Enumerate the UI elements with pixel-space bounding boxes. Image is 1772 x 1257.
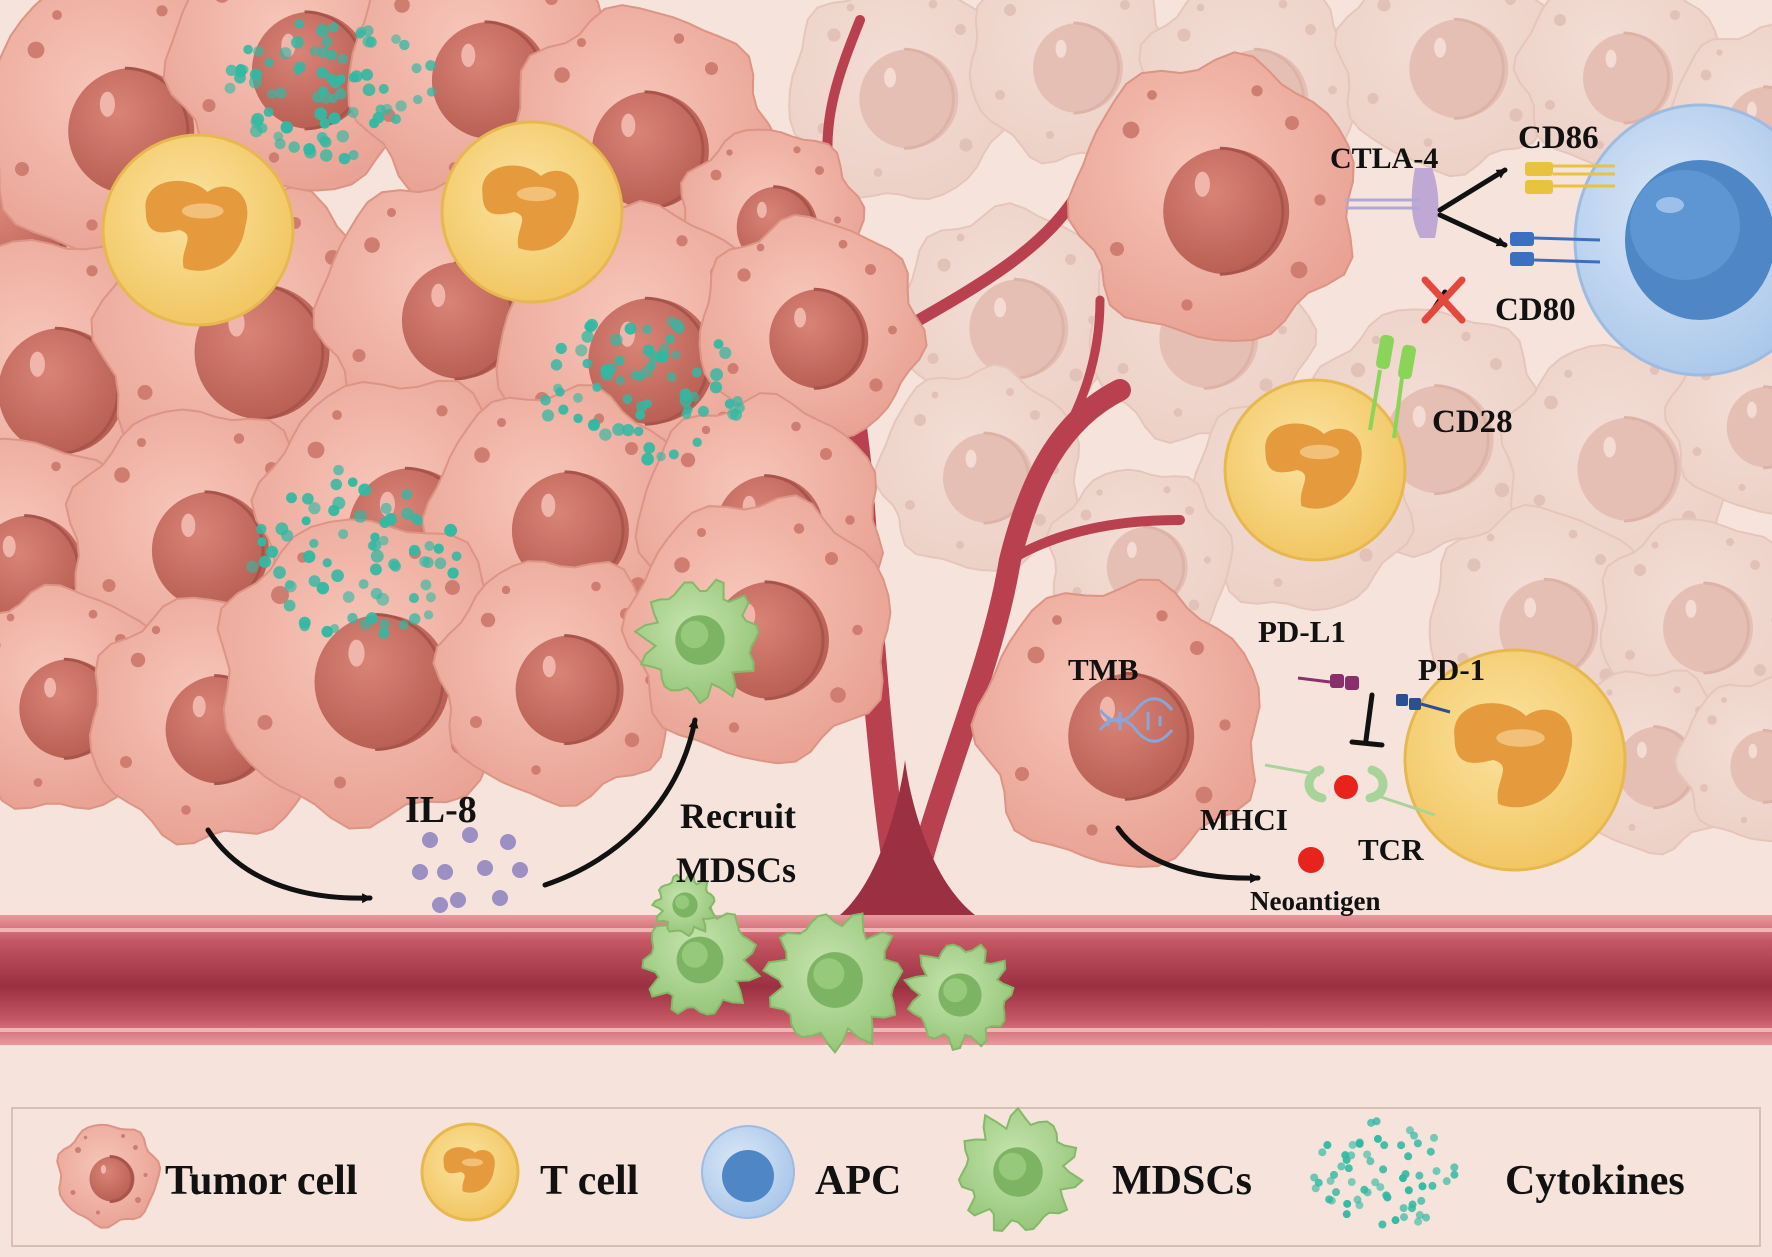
inhibit-bar	[1349, 739, 1385, 748]
legend-label-cytokines: Cytokines	[1505, 1158, 1685, 1204]
label-pdl1: PD-L1	[1258, 614, 1346, 649]
neoantigen-free	[1298, 847, 1324, 873]
tumor-cell	[432, 560, 682, 807]
legend-label-t-cell: T cell	[540, 1158, 638, 1204]
tumor-cells-right	[970, 51, 1355, 868]
mdsc-cell	[650, 872, 717, 938]
mdsc-cell	[902, 943, 1015, 1051]
label-tcr: TCR	[1358, 832, 1424, 867]
il8-molecules	[412, 827, 528, 913]
t-cell	[420, 1122, 520, 1222]
t-cell	[440, 120, 624, 304]
legend-label-mdscs: MDSCs	[1112, 1158, 1252, 1204]
legend: Tumor cell T cell APC MDSCs Cytokines	[11, 1106, 1761, 1247]
legend-label-apc: APC	[815, 1158, 901, 1204]
tumor-cell	[1333, 0, 1563, 178]
label-pd1: PD-1	[1418, 652, 1485, 687]
tumor-cell	[216, 518, 528, 830]
apc-cell	[1573, 103, 1772, 377]
label-cd80: CD80	[1495, 292, 1576, 328]
tumor-cell	[1663, 331, 1772, 515]
label-cd86: CD86	[1518, 120, 1599, 156]
tumor-cell	[970, 578, 1261, 868]
label-il8: IL-8	[405, 789, 477, 831]
mhci-tcr-complex	[1264, 763, 1436, 817]
ctla4-receptor	[1345, 168, 1439, 238]
t-cell	[1403, 648, 1627, 872]
cytokines-icon	[1310, 1117, 1459, 1229]
tumor-cell	[1066, 51, 1355, 342]
arrow-ctla4-cd86	[1437, 167, 1508, 213]
t-cells	[101, 120, 1627, 872]
tumor-cell	[897, 202, 1126, 431]
mdsc-cell	[761, 912, 904, 1055]
pdl1-ligand	[1297, 674, 1359, 690]
tumor-cell	[56, 1123, 162, 1229]
arrow-to-il8	[205, 827, 373, 904]
cd86-ligand	[1525, 162, 1615, 194]
apc-icon	[701, 1125, 795, 1219]
label-mdscs-recruit: MDSCs	[676, 850, 796, 890]
diagram-labels: CTLA-4 CD86 CD80 CD28 TMB PD-L1 PD-1 MHC…	[405, 120, 1599, 916]
tumor-cluster	[0, 0, 928, 846]
label-recruit: Recruit	[680, 796, 796, 836]
t-cell	[101, 133, 295, 327]
label-mhci: MHCI	[1200, 802, 1288, 837]
label-ctla4: CTLA-4	[1330, 142, 1438, 175]
inhibit-line	[1363, 692, 1375, 743]
mdsc-cells	[633, 578, 1015, 1055]
tumor-cell	[1674, 675, 1772, 843]
tumor-cell	[698, 213, 928, 442]
legend-label-tumor-cell: Tumor cell	[165, 1158, 358, 1204]
pd1-receptor	[1396, 694, 1451, 714]
arrow-ctla4-cd80	[1437, 212, 1508, 248]
cd28-receptor	[1368, 334, 1417, 439]
t-cell	[1223, 378, 1407, 562]
dna-icon	[1098, 697, 1174, 743]
neoantigen-bound	[1334, 775, 1358, 799]
mdsc-cell	[633, 578, 760, 705]
cd80-ligand	[1510, 232, 1601, 266]
arrow-neoantigen	[1115, 825, 1261, 884]
label-tmb: TMB	[1068, 652, 1139, 687]
label-neoantigen: Neoantigen	[1250, 886, 1381, 916]
mdsc-cell	[957, 1106, 1085, 1232]
blocked-x-icon	[1421, 276, 1466, 324]
label-cd28: CD28	[1432, 404, 1513, 440]
arrow-recruit-mdscs	[542, 717, 699, 888]
cytokines	[224, 19, 745, 639]
